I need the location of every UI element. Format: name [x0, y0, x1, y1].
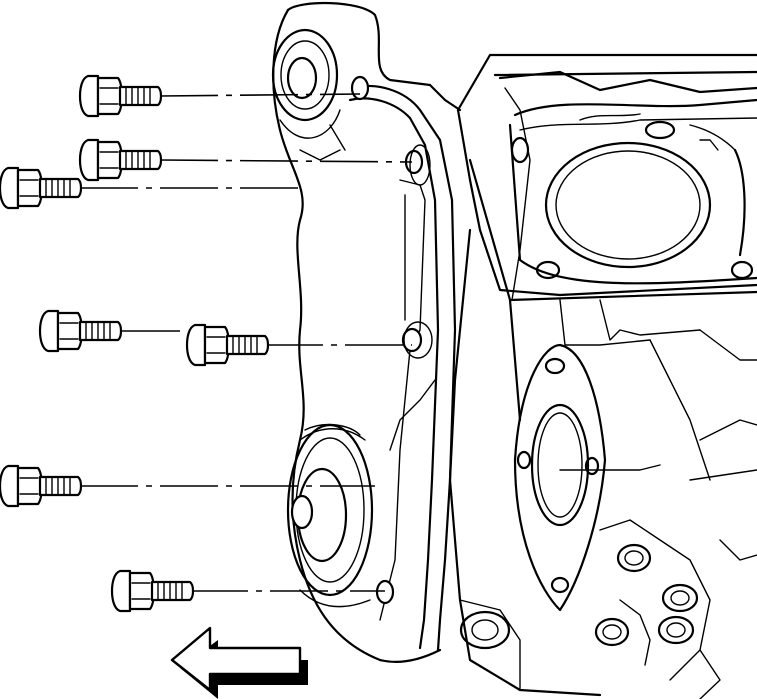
center-line-2: [159, 159, 413, 163]
fasteners: [0, 74, 270, 613]
bolt-6: [0, 464, 83, 508]
center-line-1: [159, 93, 361, 97]
cylinder-bore: [544, 141, 712, 269]
mounting-pad: [513, 343, 607, 612]
upper-pulley-boss: [271, 28, 339, 122]
bolt-center-lines: [80, 93, 413, 592]
bolt-4: [38, 309, 123, 353]
bolt-3: [0, 166, 83, 210]
bolt-7: [110, 569, 195, 613]
engine-block: [448, 53, 757, 699]
front-cover: [271, 2, 462, 664]
bolt-5: [185, 323, 270, 367]
bolt-1: [78, 74, 163, 118]
bolt-2: [78, 138, 163, 182]
arrow-left-icon: [170, 626, 308, 699]
